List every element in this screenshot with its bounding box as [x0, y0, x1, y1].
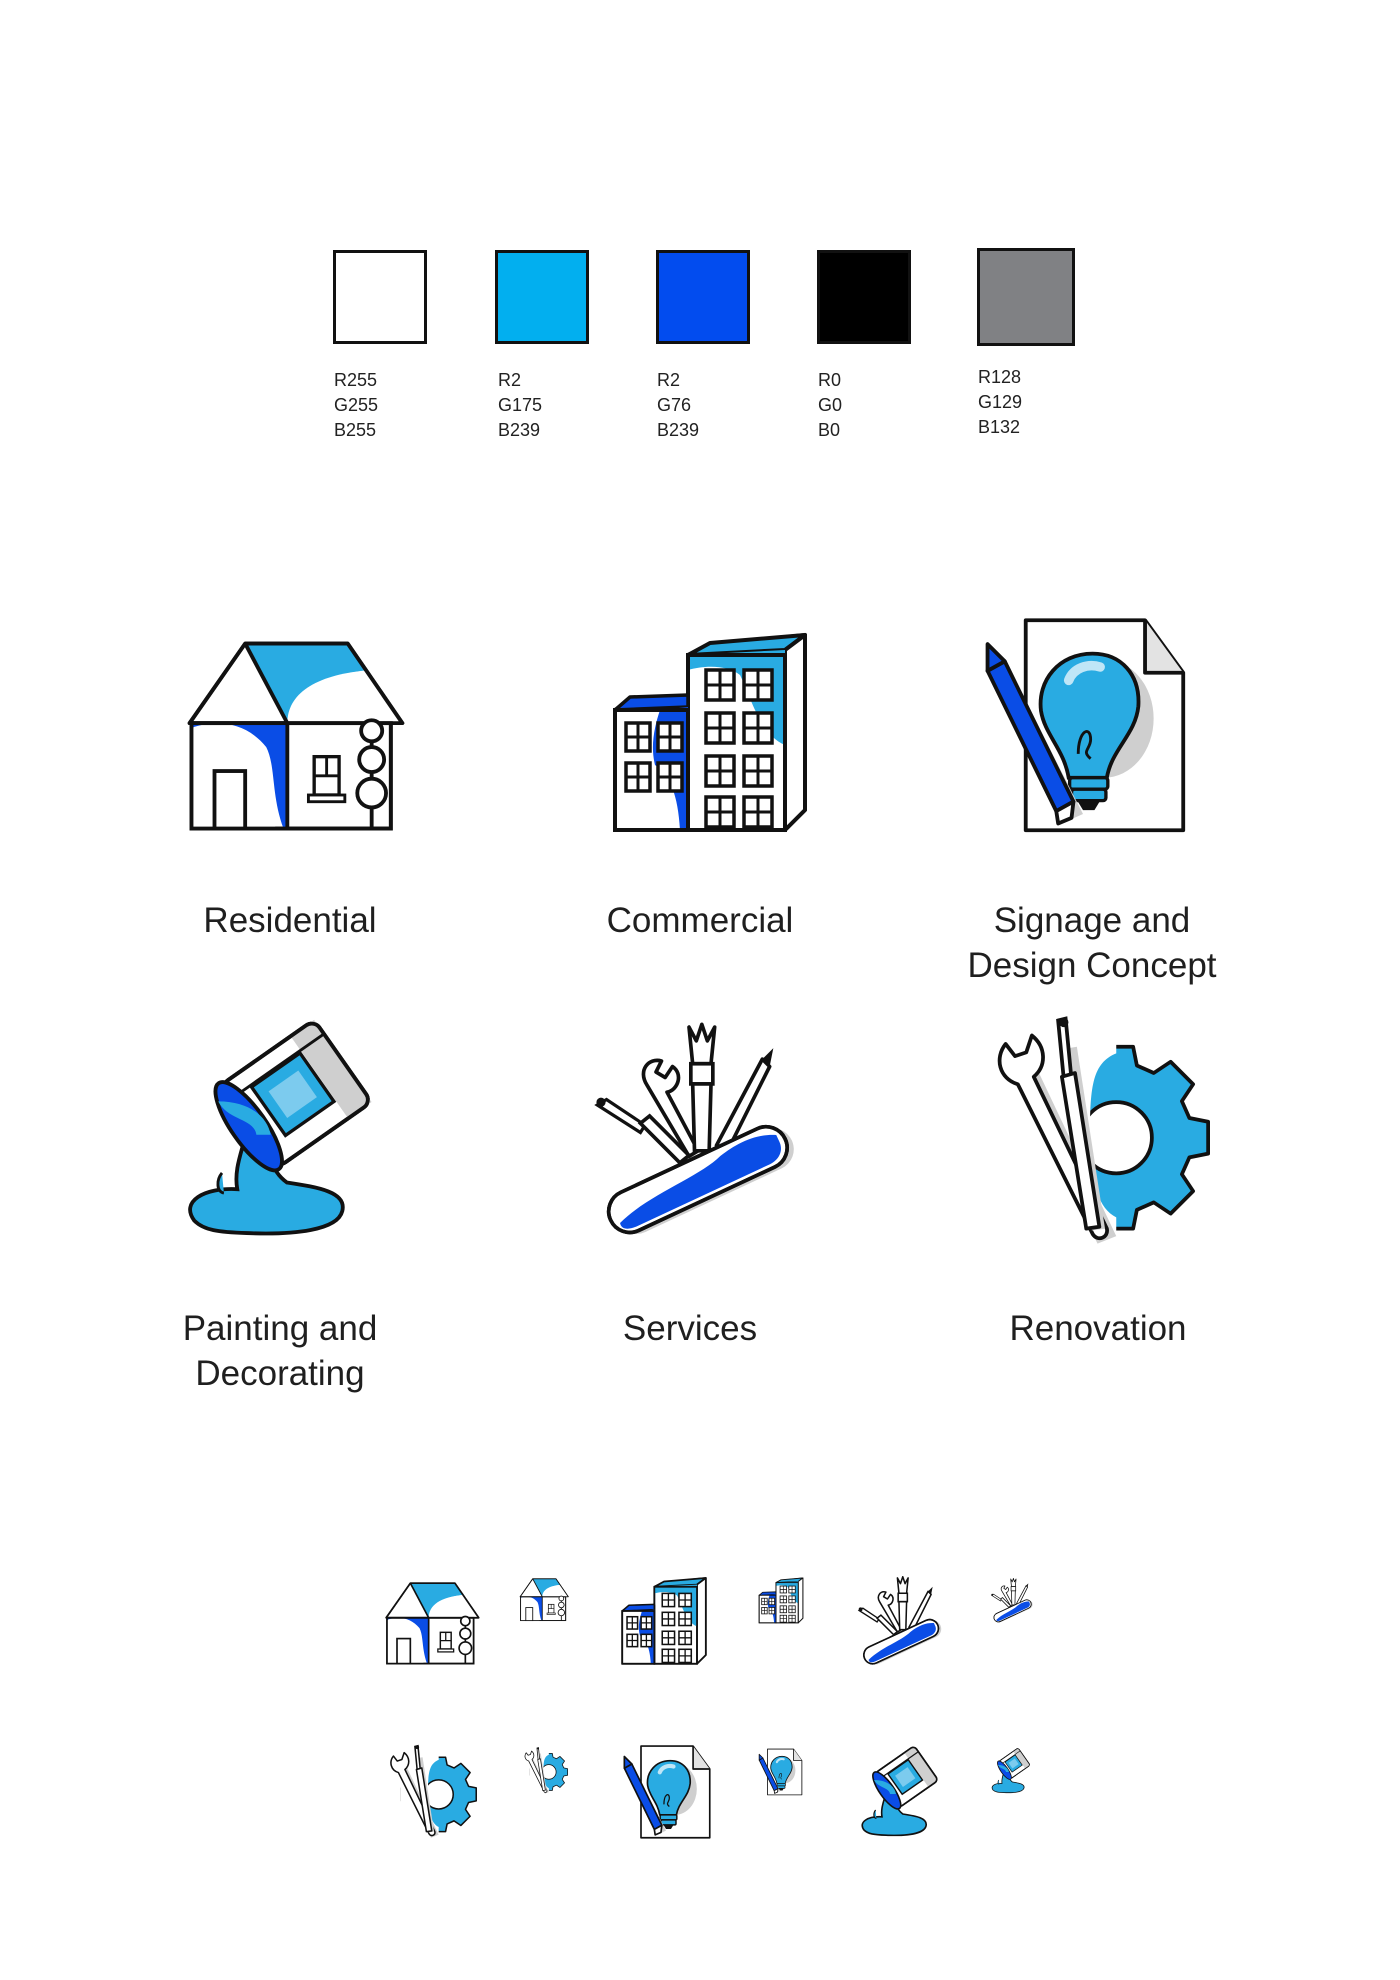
swatch-value-r: R128 — [978, 367, 1022, 387]
swatch-value-r: R2 — [498, 370, 522, 390]
swatch-value-b: B255 — [334, 420, 377, 440]
swatch-white — [333, 250, 427, 344]
swatch-value-g: G76 — [657, 395, 692, 415]
swatch-value-r: R2 — [657, 370, 681, 390]
office-buildings-icon — [610, 625, 810, 845]
label-line: Signage and — [993, 901, 1191, 940]
label-line: Decorating — [195, 1354, 365, 1393]
swatch-white-values: R255 G255 B255 — [334, 368, 378, 443]
label-line: Commercial — [606, 901, 794, 940]
swatch-value-r: R255 — [334, 370, 378, 390]
paint-bucket-pour-icon — [990, 1745, 1034, 1797]
swatch-dark-blue — [656, 250, 750, 344]
house-icon — [518, 1576, 570, 1624]
swatch-gray — [977, 248, 1075, 346]
service-label-residential: Residential — [110, 898, 470, 943]
wrench-gear-icon — [985, 1008, 1210, 1258]
label-line: Services — [622, 1309, 758, 1348]
lightbulb-document-icon — [978, 615, 1188, 845]
swatch-value-g: G0 — [818, 395, 843, 415]
swatch-value-r: R0 — [818, 370, 842, 390]
service-label-services: Services — [510, 1306, 870, 1351]
swatch-value-b: B132 — [978, 417, 1021, 437]
swatch-light-blue — [495, 250, 589, 344]
service-label-painting: Painting and Decorating — [100, 1306, 460, 1396]
swatch-value-b: B0 — [818, 420, 841, 440]
tool-set-icon — [590, 1010, 810, 1255]
swatch-value-b: B239 — [657, 420, 700, 440]
house-icon — [180, 630, 410, 845]
label-line: Residential — [203, 901, 377, 940]
label-line: Painting and — [182, 1309, 378, 1348]
label-line: Design Concept — [967, 946, 1217, 985]
paint-bucket-pour-icon — [858, 1740, 946, 1844]
lightbulb-document-icon — [757, 1748, 803, 1798]
paint-bucket-pour-icon — [180, 1005, 390, 1255]
label-line: Renovation — [1009, 1309, 1187, 1348]
swatch-black — [817, 250, 911, 344]
wrench-gear-icon — [385, 1740, 477, 1845]
swatch-value-g: G129 — [978, 392, 1023, 412]
swatch-dark-blue-values: R2 G76 B239 — [657, 368, 699, 443]
house-icon — [382, 1578, 482, 1670]
lightbulb-document-icon — [620, 1744, 712, 1844]
service-label-renovation: Renovation — [918, 1306, 1278, 1351]
swatch-light-blue-values: R2 G175 B239 — [498, 368, 542, 443]
service-label-signage: Signage and Design Concept — [912, 898, 1272, 988]
tool-set-icon — [856, 1570, 948, 1674]
swatch-gray-values: R128 G129 B132 — [978, 365, 1022, 440]
service-label-commercial: Commercial — [520, 898, 880, 943]
swatch-value-b: B239 — [498, 420, 541, 440]
tool-set-icon — [990, 1575, 1036, 1627]
swatch-value-g: G255 — [334, 395, 379, 415]
office-buildings-icon — [620, 1572, 708, 1672]
swatch-value-g: G175 — [498, 395, 543, 415]
swatch-black-values: R0 G0 B0 — [818, 368, 842, 443]
wrench-gear-icon — [522, 1745, 568, 1797]
office-buildings-icon — [758, 1575, 804, 1627]
